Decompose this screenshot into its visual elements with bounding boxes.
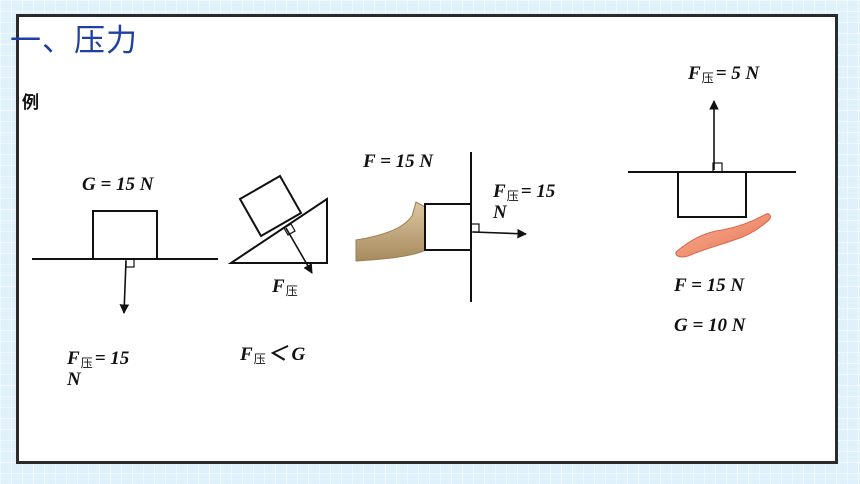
right-angle-mark: [283, 223, 296, 236]
pressure-value: = 15: [520, 181, 556, 202]
block: [92, 210, 158, 260]
pressure-label: F压= 15 N: [67, 348, 130, 391]
pressure-subscript: 压: [285, 284, 298, 298]
diagram-horizontal-ground: [32, 210, 218, 314]
diagram-ceiling: [628, 100, 796, 258]
block: [424, 203, 472, 251]
diagram-incline: [227, 174, 328, 274]
pressure-unit: N: [493, 202, 507, 224]
right-angle-mark: [470, 223, 480, 233]
right-angle-mark: [712, 162, 723, 173]
force-label: F = 15 N: [363, 151, 434, 172]
pressure-subscript: 压: [701, 71, 714, 85]
inequality-rest: ＜ G: [267, 344, 306, 365]
pressure-arrow: [472, 228, 527, 239]
inequality-label: F压＜ G: [240, 344, 306, 366]
pressure-subscript: 压: [506, 189, 519, 203]
finger-icon: [355, 201, 428, 262]
example-label: 例: [22, 93, 39, 113]
pressure-subscript: 压: [80, 356, 93, 370]
gravity-label: G = 10 N: [674, 315, 746, 336]
pressure-arrow: [285, 227, 313, 274]
hand-icon: [675, 213, 771, 258]
force-label: F = 15 N: [674, 275, 745, 296]
page-title: 一、压力: [10, 23, 138, 59]
incline-block: [238, 174, 303, 238]
pressure-label: F压= 15 N: [493, 181, 556, 224]
right-angle-mark: [125, 258, 135, 268]
block: [677, 171, 747, 218]
pressure-label: F压: [272, 276, 298, 298]
pressure-value: = 5 N: [715, 63, 760, 84]
pressure-value: = 15: [94, 348, 130, 369]
pressure-label: F压= 5 N: [688, 63, 760, 85]
pressure-arrow: [119, 260, 130, 314]
gravity-label: G = 15 N: [82, 174, 154, 195]
diagram-wall: [355, 152, 527, 302]
pressure-subscript: 压: [253, 352, 266, 366]
pressure-unit: N: [67, 369, 81, 391]
incline-wedge: [227, 197, 328, 264]
